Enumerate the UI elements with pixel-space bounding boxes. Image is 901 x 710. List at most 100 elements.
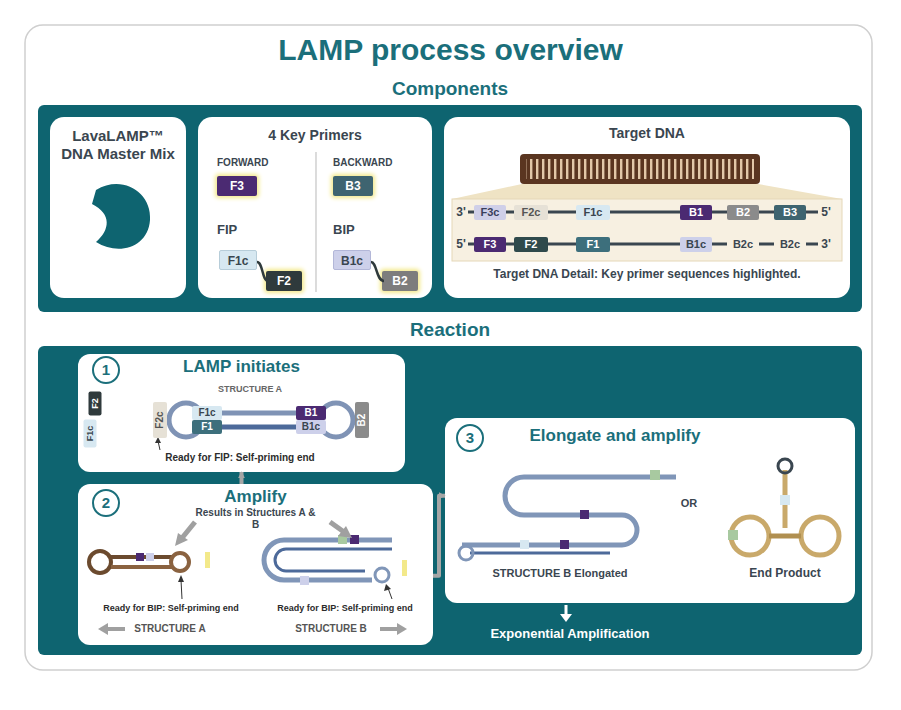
step-number: 2 bbox=[92, 489, 120, 517]
dna-illustration-part bbox=[526, 159, 754, 179]
text-label: FORWARD bbox=[217, 156, 287, 170]
segment-label: F2 bbox=[514, 237, 548, 252]
node-title: F3 bbox=[230, 176, 244, 196]
master-mix-blob bbox=[92, 184, 150, 249]
step-number: 1 bbox=[92, 356, 120, 384]
outer-card bbox=[25, 25, 872, 670]
segment-label: F2c bbox=[514, 205, 548, 220]
primer-tag: F1c bbox=[219, 250, 257, 270]
segment-label: F1c bbox=[576, 205, 610, 220]
structure-b-elongated-part bbox=[580, 510, 589, 519]
end-product-part bbox=[783, 470, 788, 528]
text-label: STRUCTURE B bbox=[285, 622, 377, 636]
segment-label: B3 bbox=[774, 205, 806, 220]
primer-tag: F2 bbox=[266, 271, 302, 291]
segment-label: B1 bbox=[680, 205, 712, 220]
segment-label: F1 bbox=[192, 420, 222, 434]
text-label: Ready for BIP: Self-priming end bbox=[257, 602, 433, 614]
text-label: STRUCTURE A bbox=[190, 383, 310, 395]
node-text: Target DNA Detail: Key primer sequences … bbox=[444, 267, 850, 282]
structure-a-small-part bbox=[171, 553, 189, 571]
node-text: Results in Structures A & B bbox=[194, 507, 318, 531]
text-label: Ready for FIP: Self-priming end bbox=[140, 451, 340, 464]
structure-b-part bbox=[338, 535, 347, 544]
segment-label: B2 bbox=[727, 205, 759, 220]
structure-a-small-part bbox=[89, 551, 111, 573]
structure-a-small-part bbox=[111, 565, 172, 569]
primer-tag: F3 bbox=[217, 176, 257, 196]
node-title: 2 bbox=[94, 491, 118, 515]
segment-label: F1c bbox=[192, 406, 222, 420]
segment-label: B1c bbox=[296, 420, 326, 434]
node-title: Amplify bbox=[78, 487, 433, 507]
node-title: LAMP initiates bbox=[78, 357, 405, 377]
primer-links-part bbox=[315, 152, 316, 292]
segment-label: B2c bbox=[727, 237, 759, 252]
segment-label: B1 bbox=[296, 406, 326, 420]
node-title: Reaction bbox=[38, 319, 862, 341]
text-label: 3' bbox=[818, 237, 834, 252]
structure-b-part bbox=[375, 568, 389, 582]
structure-a-initial bbox=[155, 403, 353, 450]
structure-b-elongated bbox=[459, 470, 676, 560]
segment-label: F2c bbox=[153, 402, 167, 438]
text-label: 5' bbox=[454, 237, 468, 252]
primer-tag: B2 bbox=[382, 271, 418, 291]
structure-a-small-part bbox=[136, 553, 144, 561]
node-title: Components bbox=[38, 78, 862, 100]
dna-illustration-part bbox=[452, 184, 842, 199]
component-panel: 4 Key PrimersF3B3F1cF2B1cB2 bbox=[198, 117, 432, 298]
segment-label: B2 bbox=[355, 402, 369, 438]
structure-a-small-part bbox=[146, 553, 154, 561]
structure-a-small-part bbox=[205, 552, 210, 568]
end-product bbox=[728, 459, 839, 555]
structure-b-part bbox=[402, 560, 407, 576]
exponential-arrow bbox=[560, 605, 572, 622]
text-label: Ready for BIP: Self-priming end bbox=[82, 602, 260, 614]
structure-b-part bbox=[350, 535, 359, 544]
structure-b-part bbox=[338, 526, 352, 538]
node-title: B1c bbox=[341, 252, 363, 270]
structure-a-small bbox=[89, 522, 210, 635]
component-panel: LavaLAMP™ DNA Master Mix bbox=[50, 117, 186, 298]
segment-label: F1c bbox=[84, 420, 97, 448]
node-title: B2 bbox=[392, 271, 407, 291]
primer-links-part bbox=[257, 262, 268, 281]
text-label: 5' bbox=[818, 205, 834, 220]
primer-links-part bbox=[371, 262, 384, 281]
flow-arrow bbox=[433, 496, 445, 576]
structure-a-small-part bbox=[175, 533, 188, 546]
dna-illustration-part bbox=[452, 199, 842, 261]
exponential-arrow-part bbox=[565, 605, 568, 616]
end-product-part bbox=[801, 517, 839, 555]
structure-b-part bbox=[397, 623, 407, 635]
primer-links bbox=[257, 152, 384, 292]
text-label: STRUCTURE B Elongated bbox=[475, 566, 645, 580]
text-label: End Product bbox=[735, 566, 835, 581]
text-label: STRUCTURE A bbox=[125, 622, 215, 636]
structure-b bbox=[264, 522, 407, 635]
end-product-part bbox=[778, 459, 792, 473]
node-title: 3 bbox=[458, 426, 482, 450]
diagram-title: LAMP process overview bbox=[0, 32, 901, 68]
structure-a-small-part bbox=[178, 575, 184, 582]
primer-tag: B1c bbox=[333, 250, 371, 270]
segment-label: F1 bbox=[576, 237, 610, 252]
structure-b-elongated-part bbox=[520, 540, 529, 549]
structure-a-small-part bbox=[181, 580, 182, 599]
segment-label: F2 bbox=[89, 392, 102, 416]
structure-b-elongated-part bbox=[462, 477, 676, 545]
node-title: Elongate and amplify bbox=[465, 426, 765, 446]
structure-b-part bbox=[330, 522, 344, 532]
structure-b-part bbox=[380, 627, 399, 631]
end-product-part bbox=[780, 495, 790, 505]
step-number: 3 bbox=[456, 424, 484, 452]
end-product-part bbox=[728, 530, 738, 540]
text-label: BIP bbox=[333, 221, 367, 238]
structure-b-part bbox=[300, 576, 309, 585]
segment-label: F3 bbox=[474, 237, 506, 252]
flow-arrow bbox=[240, 472, 244, 484]
step-panel: AmplifyResults in Structures A & B 2 bbox=[78, 484, 433, 645]
end-product-part bbox=[769, 534, 801, 539]
segment-label: B1c bbox=[680, 237, 712, 252]
